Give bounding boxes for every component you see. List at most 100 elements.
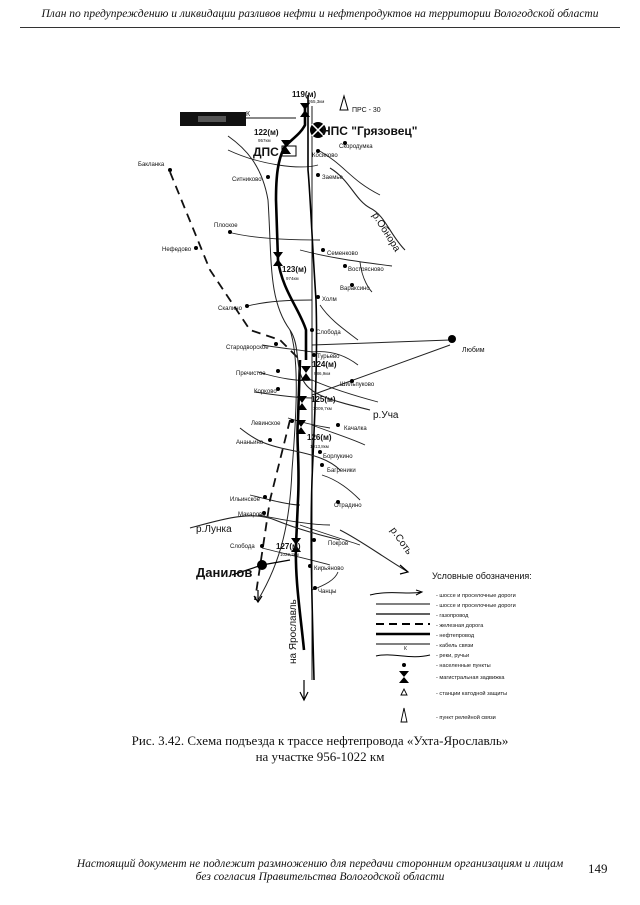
dps-box-icon [281,145,297,157]
valve-127-label: 127(м) [276,542,301,551]
legend-item: - газопровод [436,613,469,619]
settlement-label: Плоское [214,223,238,229]
legend-valve-symbol [399,671,409,683]
settlement-label: Багреники [327,468,356,474]
settlement-label: Шильпуково [340,382,375,388]
map-legend: Условные обозначения: К - шоссе и просел… [369,571,532,723]
valve-122-label: 122(м) [254,128,279,137]
settlement-label: Ильинское [230,497,261,503]
settlement-label: Косиково [312,153,338,159]
valve-127-km: 1022,3км [280,552,299,557]
settlement-label: Скалино [218,306,243,312]
settlement-label: Кирьяново [314,566,344,572]
legend-cathodic-symbol [400,687,408,696]
legend-title: Условные обозначения: [432,571,532,581]
legend-cable-marker: К [404,646,407,652]
settlement-label: Скородумка [339,144,373,150]
settlement-label: Любим [462,346,485,354]
settlement-label: Корково [254,389,277,395]
legend-item: - шоссе и проселочные дороги [436,593,516,599]
valve-125-km: 1009,7км [313,406,332,411]
highway-yaroslavl [307,95,318,681]
direction-arrows [253,564,410,702]
legend-item: - кабель связи [436,643,473,649]
settlement-label: Левинское [251,421,281,427]
valve-symbol [301,366,311,380]
settlement-label: Макарово [238,512,266,518]
pipeline-route-map: К [138,90,532,723]
railway-dashed [169,171,301,601]
legend-item: - шоссе и проселочные дороги [436,603,516,609]
legend-relay-symbol [400,707,408,723]
settlement-label: Заемье [322,175,344,181]
obscured-block-inner [198,116,226,122]
page-header: План по предупреждению и ликвидации разл… [41,8,599,20]
settlement-label: Слобода [316,330,341,336]
legend-road-arrow [415,589,424,596]
valve-symbol [291,538,301,552]
roads [227,149,451,591]
settlement-label: Турьево [317,354,340,360]
valve-123-km: 974км [286,276,299,281]
lyubim-point [448,335,456,343]
dps-label: ДПС [253,145,279,159]
river-lunka-label: р.Лунка [196,524,232,535]
river-obnora-label: р.Обнора [369,210,403,254]
rivers [189,167,409,573]
caption-line-1: Рис. 3.42. Схема подъезда к трассе нефте… [131,733,509,748]
valve-symbol [281,140,291,154]
valve-123-label: 123(м) [282,265,307,274]
footer-line-1: Настоящий документ не подлежит размножен… [76,858,564,870]
valve-symbol [297,396,307,410]
legend-item: - реки, ручьи [436,653,469,659]
valve-124-km: 986,9км [314,371,330,376]
legend-settlement-symbol [402,663,406,667]
valve-122-km: 957км [258,138,271,143]
legend-item: - железная дорога [436,623,484,629]
settlement-label: Качалка [344,426,367,432]
settlement-label: Стародворское [226,345,269,351]
settlement-label: Покров [328,541,348,547]
valve-126-label: 126(м) [307,433,332,442]
oil-pipeline [274,108,308,651]
valve-119-km: 955,3км [308,99,324,104]
settlement-label: Семенково [327,251,359,257]
settlement-points [168,141,354,590]
river-ucha-label: р.Уча [373,410,399,421]
settlement-label: Борлукино [323,454,353,460]
settlement-label: Бакланка [138,162,165,168]
settlement-label: Пречистое [236,371,266,377]
valve-119-label: 119(м) [292,90,316,99]
footer-line-2: без согласия Правительства Вологодской о… [195,871,445,883]
valve-126-km: 1013,8км [310,444,329,449]
legend-item: - магистральная задвижка [436,675,505,681]
caption-line-2: на участке 956-1022 км [255,749,385,764]
direction-label: на Ярославль [288,599,299,664]
settlement-labels: Скородумка Косиково Бакланка Ситниково З… [138,144,485,595]
settlement-label: Слобода [230,544,255,550]
pump-station-icon [310,122,326,138]
relay-label: ПРС - 30 [352,107,381,114]
cable-marker: К [246,111,251,118]
settlement-label: Чанцы [318,589,336,595]
valve-symbol [300,103,310,117]
settlement-label: Вострясново [348,267,384,273]
settlement-label: Вараксино [340,286,370,292]
city-label: Данилов [196,565,252,580]
valve-symbol [296,420,306,434]
settlement-label: Отрадино [334,503,362,509]
relay-station-icon [339,94,349,111]
valve-124-label: 124(м) [312,360,337,369]
river-sot-label: р.Соть [388,525,415,556]
gas-pipeline [227,135,297,601]
valve-symbols [273,103,311,552]
figure-caption: Рис. 3.42. Схема подъезда к трассе нефте… [0,733,640,765]
legend-item: - нефтепровод [436,633,475,639]
settlement-label: Ситниково [232,177,262,183]
valve-symbol [273,252,283,266]
legend-item: - населенные пункты [436,663,491,669]
legend-river-symbol [375,654,431,658]
settlement-label: Ананьино [236,440,264,446]
legend-road-symbol [369,591,423,596]
page-footer: Настоящий документ не подлежит размножен… [60,858,580,884]
